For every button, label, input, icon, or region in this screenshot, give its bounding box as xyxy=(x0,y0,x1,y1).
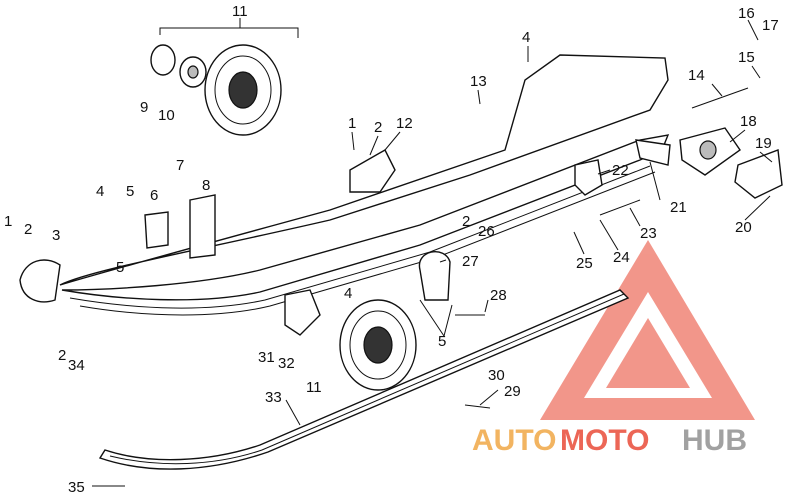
callout-5-center: 5 xyxy=(438,333,446,350)
watermark-logo xyxy=(540,240,755,420)
plate-8 xyxy=(189,194,216,259)
callout-33: 33 xyxy=(265,389,282,406)
snap-ring xyxy=(150,44,176,76)
rail-assembly xyxy=(59,54,670,316)
callout-28: 28 xyxy=(490,287,507,304)
callout-35: 35 xyxy=(68,479,85,496)
block-6 xyxy=(144,211,169,249)
callout-1-left: 1 xyxy=(4,213,12,230)
callout-2-bottom-left: 2 xyxy=(58,347,66,364)
callout-6: 6 xyxy=(150,187,158,204)
shaft-23 xyxy=(599,199,641,216)
callout-20: 20 xyxy=(735,219,752,236)
callout-11-bottom: 11 xyxy=(306,379,322,396)
front-tip xyxy=(19,259,61,303)
watermark-text-auto: AUTO xyxy=(472,424,556,457)
bracket-21 xyxy=(635,139,671,166)
callout-17: 17 xyxy=(762,17,779,34)
bracket-31 xyxy=(284,289,321,336)
bolt-29 xyxy=(464,404,491,409)
callout-29: 29 xyxy=(504,383,521,400)
callout-32: 32 xyxy=(278,355,295,372)
leader-lines xyxy=(92,19,773,487)
callout-25: 25 xyxy=(576,255,593,272)
callout-labels: 11 9 10 4 13 14 15 16 17 18 19 20 21 22 … xyxy=(4,3,779,496)
callout-4-top: 4 xyxy=(522,29,530,46)
callout-27: 27 xyxy=(462,253,479,270)
callout-30: 30 xyxy=(488,367,505,384)
callout-15: 15 xyxy=(738,49,755,66)
callout-10: 10 xyxy=(158,107,175,124)
bracket-19 xyxy=(734,149,783,199)
callout-8: 8 xyxy=(202,177,210,194)
callout-34: 34 xyxy=(68,357,85,374)
callout-22: 22 xyxy=(612,162,629,179)
bolt-14 xyxy=(691,87,749,109)
block-12 xyxy=(349,149,396,193)
callout-1-mid: 1 xyxy=(348,115,356,132)
callout-2-mid: 2 xyxy=(374,119,382,136)
callout-5-left-top: 5 xyxy=(126,183,134,200)
callout-14: 14 xyxy=(688,67,705,84)
callout-24: 24 xyxy=(613,249,630,266)
callout-4-left: 4 xyxy=(96,183,104,200)
slide-runner xyxy=(98,289,630,470)
callout-21: 21 xyxy=(670,199,687,216)
block-22 xyxy=(574,159,603,196)
clamp-27 xyxy=(418,251,451,301)
watermark-text-hub: HUB xyxy=(682,424,747,457)
callout-11-top: 11 xyxy=(232,3,248,20)
callout-19: 19 xyxy=(755,135,772,152)
callout-18: 18 xyxy=(740,113,757,130)
idler-wheel-lower xyxy=(339,299,417,391)
callout-2-left: 2 xyxy=(24,221,32,238)
callout-3: 3 xyxy=(52,227,60,244)
callout-31: 31 xyxy=(258,349,275,366)
callout-2-center: 2 xyxy=(462,213,470,230)
callout-4-center: 4 xyxy=(344,285,352,302)
callout-9: 9 xyxy=(140,99,148,116)
callout-7: 7 xyxy=(176,157,184,174)
idler-wheel-upper xyxy=(204,44,282,136)
watermark-text-moto: MOTO xyxy=(560,424,649,457)
callout-5-left-bottom: 5 xyxy=(116,259,124,276)
callout-23: 23 xyxy=(640,225,657,242)
callout-12: 12 xyxy=(396,115,413,132)
callout-16: 16 xyxy=(738,5,755,22)
callout-13: 13 xyxy=(470,73,487,90)
callout-26: 26 xyxy=(478,223,495,240)
